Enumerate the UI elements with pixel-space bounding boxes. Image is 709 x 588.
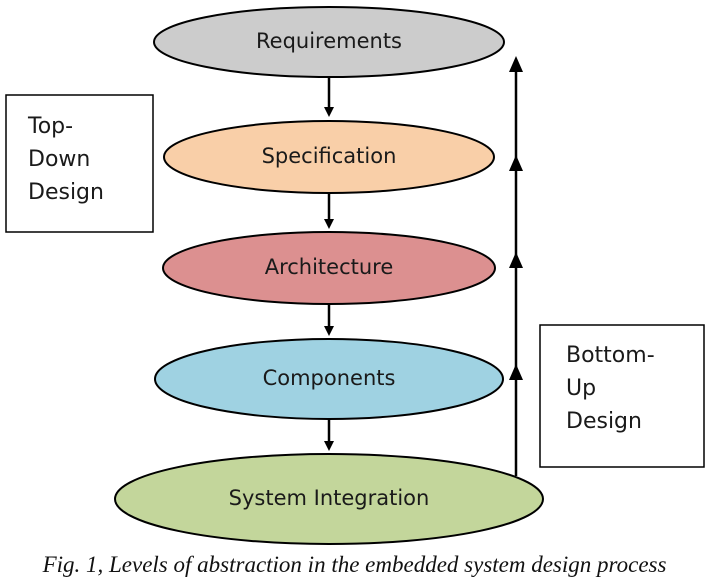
bottom-up-arrowhead-specification xyxy=(509,155,523,171)
bottom-up-design-line-2: Up xyxy=(566,376,596,401)
level-components: Components xyxy=(154,338,504,420)
level-architecture-shape xyxy=(162,231,496,305)
top-down-design-box: Top- Down Design xyxy=(5,94,154,233)
level-architecture: Architecture xyxy=(162,231,496,305)
level-requirements-label: Requirements xyxy=(256,29,402,53)
bottom-up-design-line-1: Bottom- xyxy=(566,343,655,368)
bottom-up-arrowhead-requirements xyxy=(509,56,523,72)
level-specification-shape xyxy=(163,120,495,194)
level-system-integration-label: System Integration xyxy=(229,486,430,510)
level-components-shape xyxy=(154,338,504,420)
level-system-integration-shape xyxy=(114,453,544,545)
level-specification-label: Specification xyxy=(262,144,397,168)
level-architecture-label: Architecture xyxy=(265,255,394,279)
level-requirements-shape xyxy=(153,6,505,78)
level-components-label: Components xyxy=(263,366,396,390)
top-down-design-line-1: Top- xyxy=(27,114,73,139)
level-requirements: Requirements xyxy=(153,6,505,78)
figure-caption: Fig. 1, Levels of abstraction in the emb… xyxy=(42,552,667,577)
level-system-integration: System Integration xyxy=(114,453,544,545)
top-down-design-line-3: Design xyxy=(28,180,104,205)
top-down-design-line-2: Down xyxy=(28,147,90,172)
bottom-up-design-frame xyxy=(539,324,705,468)
bottom-up-arrowhead-components xyxy=(509,364,523,380)
level-specification: Specification xyxy=(163,120,495,194)
bottom-up-arrowhead-architecture xyxy=(509,252,523,268)
top-down-design-frame xyxy=(5,94,154,233)
bottom-up-design-line-3: Design xyxy=(566,409,642,434)
bottom-up-design-box: Bottom- Up Design xyxy=(539,324,705,468)
